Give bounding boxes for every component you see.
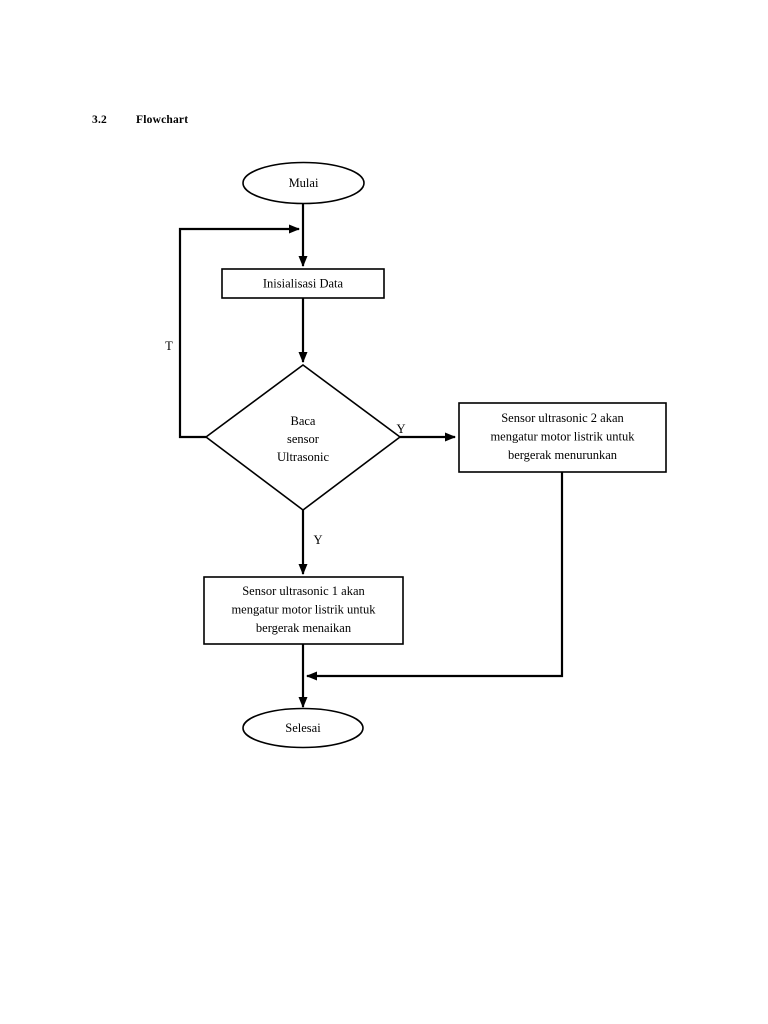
- edge-proc2-to-merge: [306, 472, 564, 681]
- edge-decision-loopback: [178, 224, 300, 439]
- section-heading: 3.2 Flowchart: [92, 114, 188, 126]
- node-proc1-label-line2: mengatur motor listrik untuk: [231, 602, 376, 616]
- node-start-mulai: [242, 161, 365, 205]
- node-proc2-label-line1: Sensor ultrasonic 2 akan: [501, 411, 624, 425]
- node-proc1-label-line1: Sensor ultrasonic 1 akan: [242, 584, 365, 598]
- node-decision-diamond: [204, 364, 402, 512]
- node-proc2-label-line2: mengatur motor listrik untuk: [490, 429, 635, 443]
- node-end-selesai: [242, 707, 364, 749]
- edge-label-loopback-t: T: [165, 339, 173, 353]
- node-end-label: Selesai: [285, 721, 321, 735]
- node-start-label: Mulai: [289, 176, 319, 190]
- node-init-box: [221, 268, 385, 299]
- node-proc1-box: [203, 576, 404, 645]
- node-proc1-label-line3: bergerak menaikan: [256, 621, 352, 635]
- node-proc2-box: [458, 402, 667, 473]
- node-proc2-label-line3: bergerak menurunkan: [508, 448, 618, 462]
- edge-label-branch-right-y: Y: [396, 422, 405, 436]
- node-init-label: Inisialisasi Data: [263, 276, 344, 290]
- edge-label-branch-down-y: Y: [313, 533, 322, 547]
- node-decision-label-line2: sensor: [287, 432, 320, 446]
- node-decision-label-line3: Ultrasonic: [277, 450, 330, 464]
- section-number: 3.2: [92, 114, 107, 126]
- section-title: Flowchart: [136, 114, 189, 126]
- node-decision-label-line1: Baca: [291, 414, 316, 428]
